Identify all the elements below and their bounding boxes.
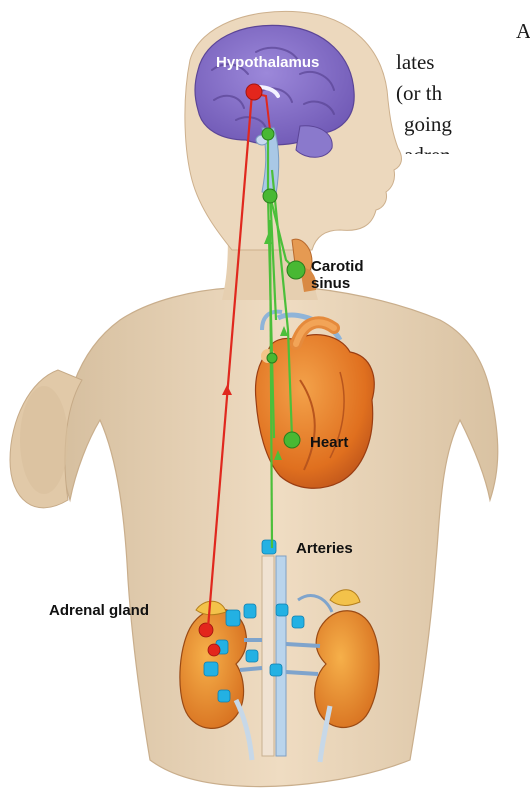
body-text-line-5: adren — [404, 140, 451, 154]
right-kidney — [315, 611, 379, 728]
brain — [195, 25, 354, 144]
carotid-sinus-label-line2: sinus — [311, 275, 364, 292]
arteries-label: Arteries — [296, 540, 353, 557]
adrenal-gland-label: Adrenal gland — [49, 602, 149, 619]
hypothalamus-label: Hypothalamus — [216, 54, 319, 71]
body-text-line-4: going — [404, 109, 452, 140]
body-text-line-2: lates — [396, 47, 434, 78]
body-text-excerpt: A lates (or th going adren — [394, 16, 530, 156]
heart-label: Heart — [310, 434, 348, 451]
carotid-sinus-label-line1: Carotid — [311, 258, 364, 275]
body-text-line-3: (or th — [396, 78, 442, 109]
hypothalamus-marker — [246, 84, 262, 100]
body-text-line-1: A — [516, 16, 530, 47]
carotid-sinus-label: Carotid sinus — [311, 258, 364, 292]
